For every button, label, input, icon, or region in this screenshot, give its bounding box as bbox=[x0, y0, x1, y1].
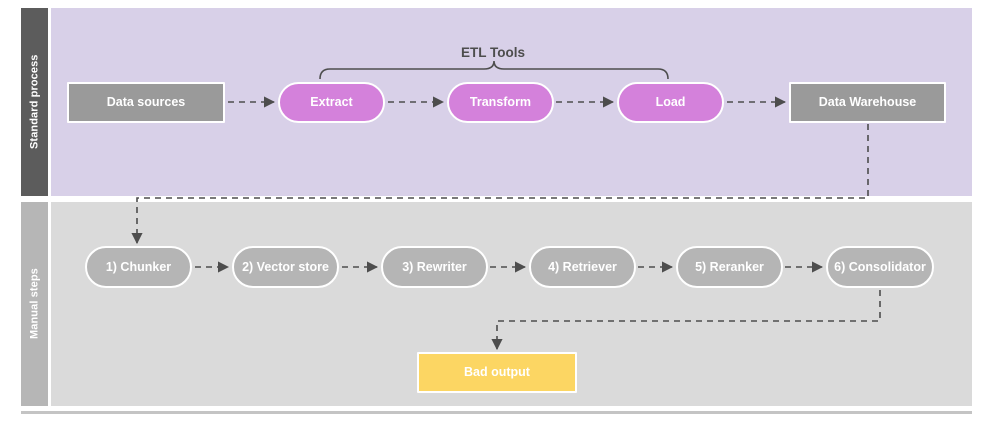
node-consolidator[interactable]: 6) Consolidator bbox=[826, 246, 934, 288]
lane-label-standard-process-text: Standard process bbox=[28, 54, 41, 150]
node-retriever[interactable]: 4) Retriever bbox=[529, 246, 636, 288]
node-vector-store-label: 2) Vector store bbox=[242, 259, 329, 274]
node-load-label: Load bbox=[655, 95, 686, 110]
lane-label-manual-steps-text: Manual steps bbox=[28, 268, 41, 340]
node-chunker[interactable]: 1) Chunker bbox=[85, 246, 192, 288]
node-rewriter-label: 3) Rewriter bbox=[402, 259, 467, 274]
node-consolidator-label: 6) Consolidator bbox=[834, 259, 926, 274]
node-bad-output-label: Bad output bbox=[464, 365, 530, 380]
node-data-warehouse-label: Data Warehouse bbox=[818, 95, 917, 110]
footer-divider bbox=[21, 411, 972, 414]
node-transform-label: Transform bbox=[469, 95, 532, 110]
node-reranker[interactable]: 5) Reranker bbox=[676, 246, 783, 288]
node-data-sources-label: Data sources bbox=[106, 95, 186, 110]
node-bad-output[interactable]: Bad output bbox=[417, 352, 577, 393]
node-data-sources[interactable]: Data sources bbox=[67, 82, 225, 123]
node-reranker-label: 5) Reranker bbox=[695, 259, 764, 274]
node-load[interactable]: Load bbox=[617, 82, 724, 123]
node-vector-store[interactable]: 2) Vector store bbox=[232, 246, 339, 288]
node-extract-label: Extract bbox=[310, 95, 353, 110]
lane-label-standard-process: Standard process bbox=[21, 8, 48, 196]
node-extract[interactable]: Extract bbox=[278, 82, 385, 123]
etl-tools-label: ETL Tools bbox=[461, 45, 525, 60]
node-rewriter[interactable]: 3) Rewriter bbox=[381, 246, 488, 288]
lane-label-manual-steps: Manual steps bbox=[21, 202, 48, 406]
node-chunker-label: 1) Chunker bbox=[105, 259, 172, 274]
node-data-warehouse[interactable]: Data Warehouse bbox=[789, 82, 946, 123]
node-transform[interactable]: Transform bbox=[447, 82, 554, 123]
node-retriever-label: 4) Retriever bbox=[548, 259, 617, 274]
